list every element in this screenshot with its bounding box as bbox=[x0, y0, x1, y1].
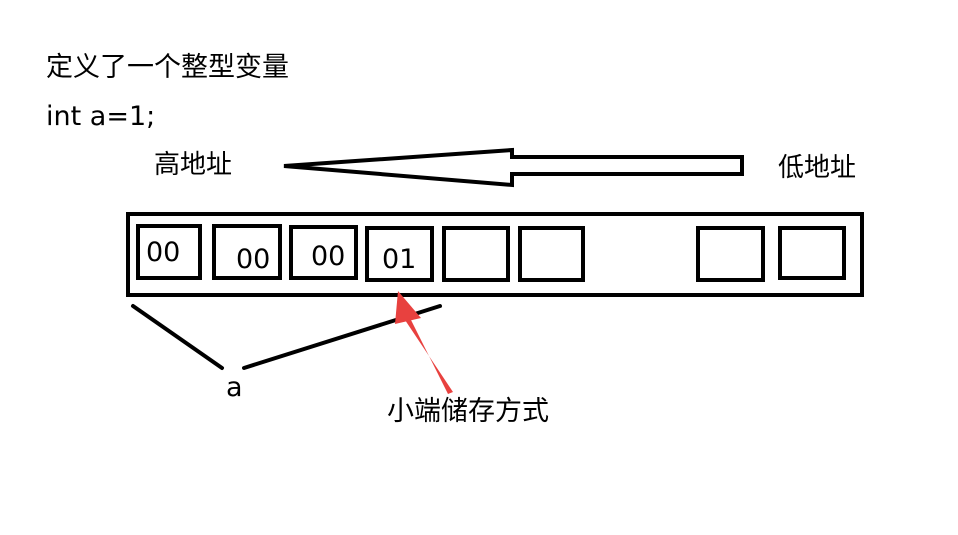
memory-cell bbox=[778, 226, 846, 280]
bracket-line-left bbox=[131, 304, 224, 370]
cell-value: 00 bbox=[146, 237, 180, 268]
storage-mode-label: 小端储存方式 bbox=[387, 396, 549, 427]
cell-value: 00 bbox=[311, 241, 345, 272]
memory-cell bbox=[442, 226, 510, 282]
memory-cell bbox=[696, 226, 765, 282]
up-arrow-icon bbox=[395, 291, 453, 394]
memory-cell bbox=[518, 226, 585, 282]
low-address-label: 低地址 bbox=[778, 153, 856, 183]
cell-value: 00 bbox=[236, 244, 270, 275]
memory-cell bbox=[136, 224, 202, 280]
memory-cell bbox=[365, 226, 434, 282]
memory-cell bbox=[289, 225, 358, 280]
memory-cells bbox=[136, 224, 846, 282]
heading: 定义了一个整型变量 bbox=[46, 52, 289, 83]
cell-value: 01 bbox=[382, 244, 416, 275]
high-address-label: 高地址 bbox=[154, 150, 232, 180]
variable-label: a bbox=[226, 372, 243, 403]
code-line: int a=1; bbox=[46, 101, 155, 132]
memory-strip bbox=[126, 212, 864, 297]
memory-cell bbox=[212, 224, 282, 280]
left-arrow-icon bbox=[283, 147, 744, 188]
